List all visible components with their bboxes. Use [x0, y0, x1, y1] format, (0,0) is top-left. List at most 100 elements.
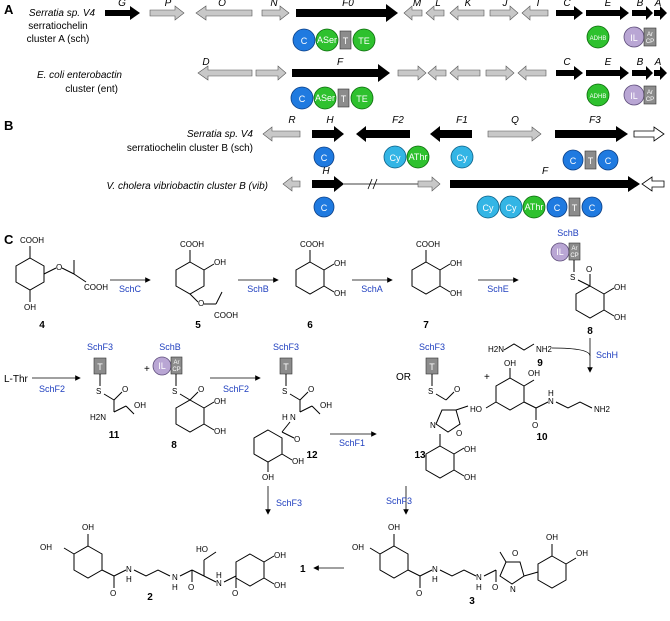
svg-text:CP: CP [646, 39, 654, 45]
svg-text:R: R [288, 115, 295, 126]
svg-text:Ar: Ar [647, 90, 653, 96]
compound-7-label: 7 [423, 320, 429, 331]
svg-text:H: H [548, 389, 554, 398]
svg-text:T: T [97, 362, 103, 372]
svg-text:F1: F1 [456, 115, 468, 126]
svg-text:E: E [605, 0, 612, 9]
svg-text:COOH: COOH [416, 240, 440, 249]
enzyme-schB: SchB [247, 284, 269, 294]
svg-text:SchF3: SchF3 [87, 342, 113, 352]
compound-2: OH OH O N H N H O HO N H O OH OH [40, 523, 286, 598]
svg-text:H: H [172, 583, 178, 592]
svg-text:OH: OH [320, 401, 332, 410]
svg-text:T: T [343, 36, 349, 46]
gene-row-sch-a-labels: G P O N F0 M L K J I C E B A [118, 0, 662, 9]
ent-label-line2: cluster (ent) [65, 84, 118, 95]
svg-text:C: C [321, 203, 328, 213]
svg-text:O: O [532, 421, 538, 430]
domains-schB-A: IL Ar CP [623, 26, 657, 48]
gene-row-vib-labels: H F [322, 166, 549, 177]
gene-row-sch-a [105, 4, 667, 22]
svg-text:O: O [56, 263, 62, 272]
svg-text:J: J [502, 0, 509, 9]
svg-text:TE: TE [358, 36, 370, 46]
compound-1-label: 1 [300, 564, 306, 575]
svg-text:OH: OH [464, 445, 476, 454]
vib-label: V. cholera vibriobactin cluster B (vib) [106, 181, 268, 192]
svg-text:C: C [570, 156, 577, 166]
compound-9: H2N NH2 [488, 343, 553, 354]
ent-label-line1: E. coli enterobactin [37, 70, 122, 81]
svg-text:TE: TE [356, 94, 368, 104]
domains-schE-A: ADHB [586, 25, 610, 49]
svg-text:Ar: Ar [647, 32, 653, 38]
svg-text:SchF3: SchF3 [273, 342, 299, 352]
svg-text:N: N [476, 573, 482, 582]
svg-text:O: O [586, 265, 592, 274]
svg-text:O: O [512, 549, 518, 558]
svg-text:ADHB: ADHB [590, 36, 607, 42]
svg-text:Ar: Ar [572, 246, 578, 252]
svg-text:COOH: COOH [180, 240, 204, 249]
svg-text:COOH: COOH [20, 236, 44, 245]
enzyme-schC: SchC [119, 284, 142, 294]
svg-text:I: I [537, 0, 540, 9]
svg-text:O: O [456, 429, 462, 438]
svg-text:H: H [322, 166, 330, 177]
svg-text:COOH: COOH [214, 311, 238, 320]
or-label: OR [396, 372, 411, 383]
compound-5: COOH OH O COOH [175, 240, 238, 320]
gene-row-ent-labels: D F C E B A [202, 57, 661, 68]
svg-text:OH: OH [40, 543, 52, 552]
svg-text:C: C [299, 94, 306, 104]
svg-text:IL: IL [630, 91, 638, 101]
compound-11-label: 11 [109, 430, 120, 441]
svg-text:NH2: NH2 [594, 405, 611, 414]
svg-text:O: O [308, 385, 314, 394]
svg-text:F: F [542, 166, 549, 177]
gene-row-sch-b [262, 126, 665, 142]
svg-text:T: T [572, 203, 578, 213]
svg-text:COOH: COOH [84, 283, 108, 292]
panel-b-label: B [4, 118, 13, 133]
svg-text:P: P [165, 0, 172, 9]
svg-text:HO: HO [470, 405, 482, 414]
domains-schF0: C ASer T TE [292, 28, 376, 52]
compound-11: SchF3 T S O H2N OH [87, 342, 146, 422]
svg-text:F0: F0 [342, 0, 354, 9]
svg-text:OH: OH [292, 457, 304, 466]
svg-text:C: C [589, 203, 596, 213]
domains-sch-b: C Cy AThr Cy C T C [313, 145, 619, 171]
svg-text:NH2: NH2 [536, 345, 553, 354]
compound-12-label: 12 [306, 450, 318, 461]
sch-a-label-line3: cluster A (sch) [27, 34, 90, 45]
svg-text:L: L [435, 0, 441, 9]
svg-text:F: F [337, 57, 344, 68]
svg-text:Cy: Cy [483, 203, 494, 213]
compound-8-left-label: 8 [171, 440, 177, 451]
lthr-label: L-Thr [4, 374, 29, 385]
svg-text:OH: OH [546, 533, 558, 542]
svg-text:OH: OH [450, 289, 462, 298]
compound-10-label: 10 [536, 432, 548, 443]
enzyme-schF3-b: SchF3 [386, 496, 412, 506]
svg-text:O: O [294, 435, 300, 444]
svg-text:C: C [321, 153, 328, 163]
enzyme-schF2-b: SchF2 [223, 384, 249, 394]
svg-text:O: O [188, 583, 194, 592]
svg-text:N: N [290, 413, 296, 422]
compound-8-top-label: 8 [587, 326, 593, 337]
svg-text:OH: OH [614, 283, 626, 292]
svg-text:OH: OH [262, 473, 274, 482]
svg-text:K: K [465, 0, 473, 9]
svg-text:ADHB: ADHB [590, 94, 607, 100]
svg-text:OH: OH [274, 551, 286, 560]
compound-9-label: 9 [537, 358, 543, 369]
svg-text:N: N [432, 565, 438, 574]
svg-text:S: S [282, 387, 287, 396]
svg-text:N: N [126, 565, 132, 574]
svg-text:H: H [326, 115, 334, 126]
enzyme-schF1: SchF1 [339, 438, 365, 448]
svg-text:O: O [416, 589, 422, 598]
